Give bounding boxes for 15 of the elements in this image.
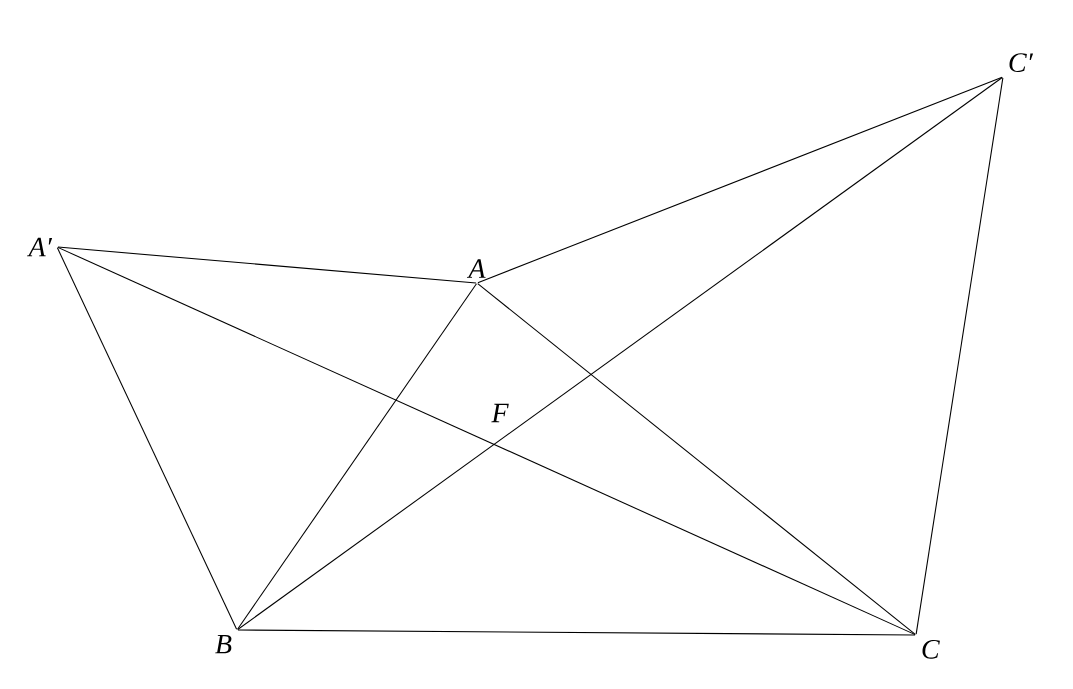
line-segment	[237, 77, 1003, 630]
line-segment	[56, 247, 238, 630]
point-label: C′	[1009, 53, 1034, 73]
line-segment	[237, 629, 916, 636]
point-label: A′	[27, 237, 53, 257]
line-segment	[477, 283, 916, 635]
line-segment	[237, 283, 477, 630]
line-segment	[57, 246, 916, 636]
point-label: A	[466, 259, 486, 278]
line-segment	[915, 77, 1004, 635]
line-segment	[477, 76, 1003, 284]
point-label: C	[922, 639, 940, 659]
point-label: F	[491, 403, 509, 423]
point-label: B	[215, 634, 232, 654]
line-segment	[57, 246, 477, 284]
